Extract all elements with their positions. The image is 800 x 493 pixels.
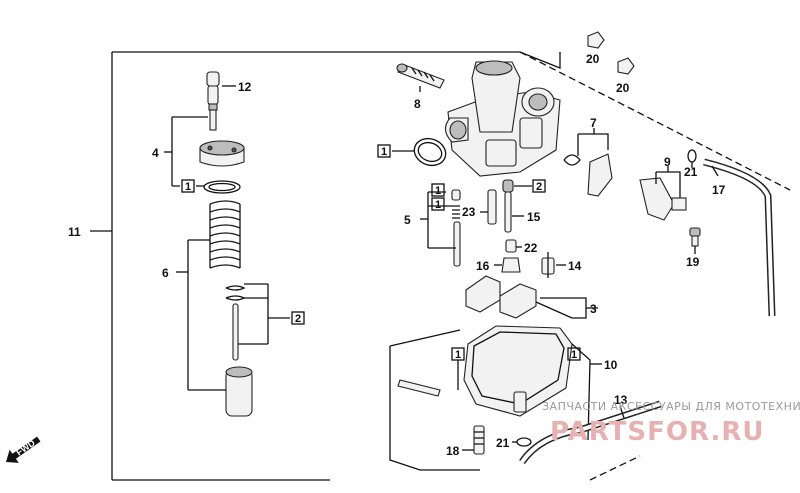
label-10: 10 [604, 358, 618, 372]
label-3: 3 [590, 302, 597, 316]
pilot-screw-5 [420, 189, 461, 267]
label-19: 19 [686, 255, 700, 269]
clip-21b [512, 437, 532, 447]
float-valve-14 [541, 252, 566, 278]
part-labels: 11 12 4 1 6 2 8 1 5 1 1 23 2 15 22 16 14… [68, 52, 726, 458]
label-1e: 1 [455, 349, 461, 361]
o-ring-1 [203, 180, 241, 194]
label-21b: 21 [496, 436, 510, 450]
box-1c [431, 183, 445, 197]
label-18: 18 [446, 444, 460, 458]
throttle-slide [225, 366, 253, 417]
drain-hose-13 [519, 400, 662, 465]
label-23: 23 [462, 205, 476, 219]
spring-6 [209, 200, 241, 269]
label-6: 6 [162, 266, 169, 280]
label-17: 17 [712, 183, 726, 197]
left-leaders [90, 85, 290, 391]
box-1d [431, 197, 445, 211]
label-1a: 1 [185, 181, 191, 193]
jet-23 [480, 189, 497, 225]
float-bowl-10 [389, 325, 602, 471]
main-jet-22 [505, 239, 522, 253]
label-1c: 1 [435, 185, 441, 197]
box-2a [291, 311, 305, 325]
o-ring-body [392, 137, 447, 167]
fwd-arrow-icon: FWD [6, 436, 41, 463]
label-22: 22 [524, 241, 538, 255]
label-12: 12 [238, 80, 252, 94]
label-1b: 1 [381, 146, 387, 158]
nut-20b [617, 57, 635, 75]
hose-17 [703, 158, 776, 317]
valve-16 [494, 257, 521, 273]
label-15: 15 [527, 210, 541, 224]
float-3 [465, 275, 598, 319]
label-9: 9 [664, 155, 671, 169]
screw-8 [396, 63, 445, 92]
bolt-18 [462, 425, 485, 455]
label-1d: 1 [435, 199, 441, 211]
jet-needle [232, 303, 239, 361]
needle-clip-2 [225, 285, 246, 301]
assembly-frame [111, 51, 791, 481]
label-11: 11 [68, 225, 81, 239]
label-21a: 21 [684, 165, 698, 179]
label-20b: 20 [616, 81, 630, 95]
choke-link-9 [639, 166, 687, 221]
label-1f: 1 [571, 349, 577, 361]
needle-jet-15 [502, 179, 532, 233]
label-16: 16 [476, 259, 490, 273]
box-1f [567, 347, 581, 361]
label-20a: 20 [586, 52, 600, 66]
watermark: ЗАПЧАСТИ АКСЕССУАРЫ ДЛЯ МОТОТЕХНИКИ PART… [542, 400, 800, 447]
cap-12 [206, 71, 220, 131]
label-2b: 2 [536, 181, 542, 193]
label-2a: 2 [295, 313, 301, 325]
watermark-text: ЗАПЧАСТИ АКСЕССУАРЫ ДЛЯ МОТОТЕХНИКИ [542, 400, 800, 413]
clip-21a [687, 149, 697, 168]
lever-7 [563, 128, 613, 197]
label-8: 8 [414, 97, 421, 111]
box-2b [532, 179, 546, 193]
carburetor-body [444, 60, 561, 177]
nut-20a [587, 31, 605, 49]
watermark-logo: PARTSFOR.RU [550, 417, 764, 447]
label-7: 7 [590, 116, 597, 130]
top-cap-4 [199, 140, 245, 167]
label-13: 13 [614, 393, 628, 407]
box-1b [377, 144, 391, 158]
label-14: 14 [568, 259, 582, 273]
screw-19 [689, 227, 701, 254]
box-1a [181, 179, 195, 193]
label-4: 4 [152, 146, 159, 160]
label-5: 5 [404, 213, 411, 227]
